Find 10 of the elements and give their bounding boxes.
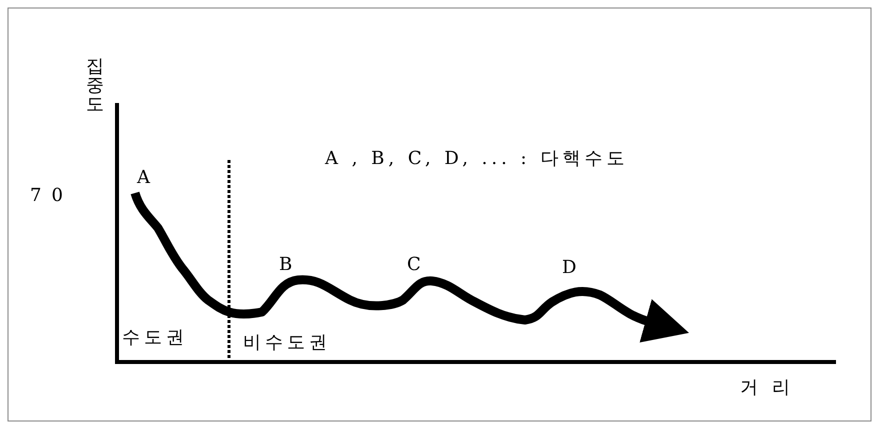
region-label: 비수도권	[243, 333, 331, 353]
point-label: B	[279, 255, 292, 275]
tick-label: 70	[30, 186, 73, 206]
legend-note: A , B, C, D, ... : 다핵수도	[325, 149, 628, 169]
axis-title: 거리	[740, 378, 804, 398]
region-label: 수도권	[122, 328, 188, 348]
point-label: C	[407, 255, 421, 275]
point-label: D	[562, 258, 576, 278]
point-label: A	[137, 168, 150, 188]
axis-title: 집중도	[86, 58, 105, 115]
